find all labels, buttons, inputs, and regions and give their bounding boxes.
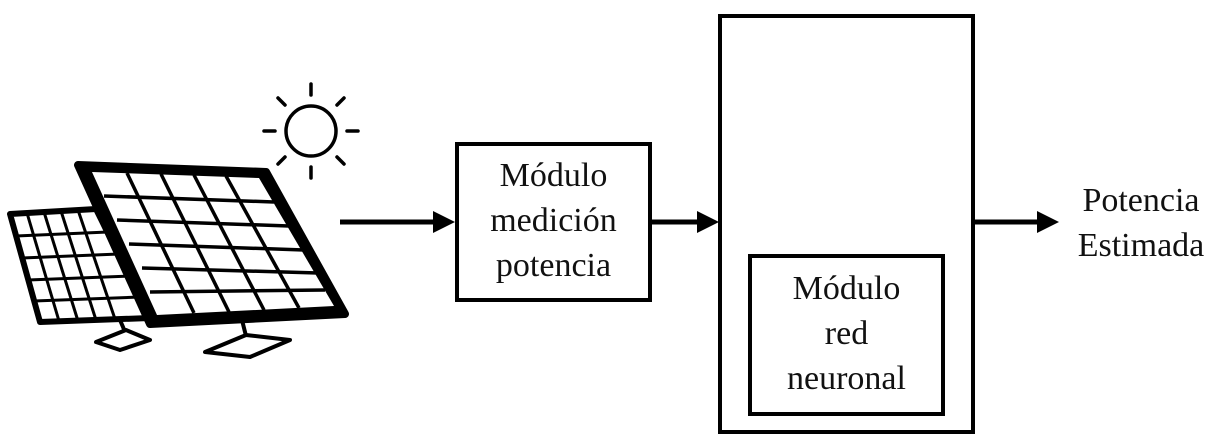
measurement-module-line2: medición xyxy=(490,202,617,239)
output-label: Potencia Estimada xyxy=(1066,178,1216,268)
neural-module-line2: red xyxy=(824,315,869,352)
arrow-station-to-output xyxy=(975,211,1059,233)
measurement-module-line1: Módulo xyxy=(499,157,608,194)
measurement-module-line3: potencia xyxy=(495,247,612,284)
output-line2: Estimada xyxy=(1077,227,1205,264)
measurement-module-box xyxy=(455,142,652,302)
measurement-module-label: Módulo medición potencia xyxy=(455,153,652,288)
neural-module-line3: neuronal xyxy=(787,360,906,397)
arrow-panel-to-measurement xyxy=(340,211,455,233)
system-diagram: Módulo medición potencia Módulo red neur… xyxy=(7,14,1216,434)
output-line1: Potencia xyxy=(1082,182,1200,219)
sun-icon xyxy=(262,82,360,180)
neural-network-module-label: Módulo red neuronal xyxy=(748,266,945,401)
neural-network-module-box xyxy=(748,254,945,416)
solar-panel-front-icon xyxy=(74,161,349,359)
arrow-measurement-to-station xyxy=(652,211,719,233)
neural-module-line1: Módulo xyxy=(792,270,901,307)
